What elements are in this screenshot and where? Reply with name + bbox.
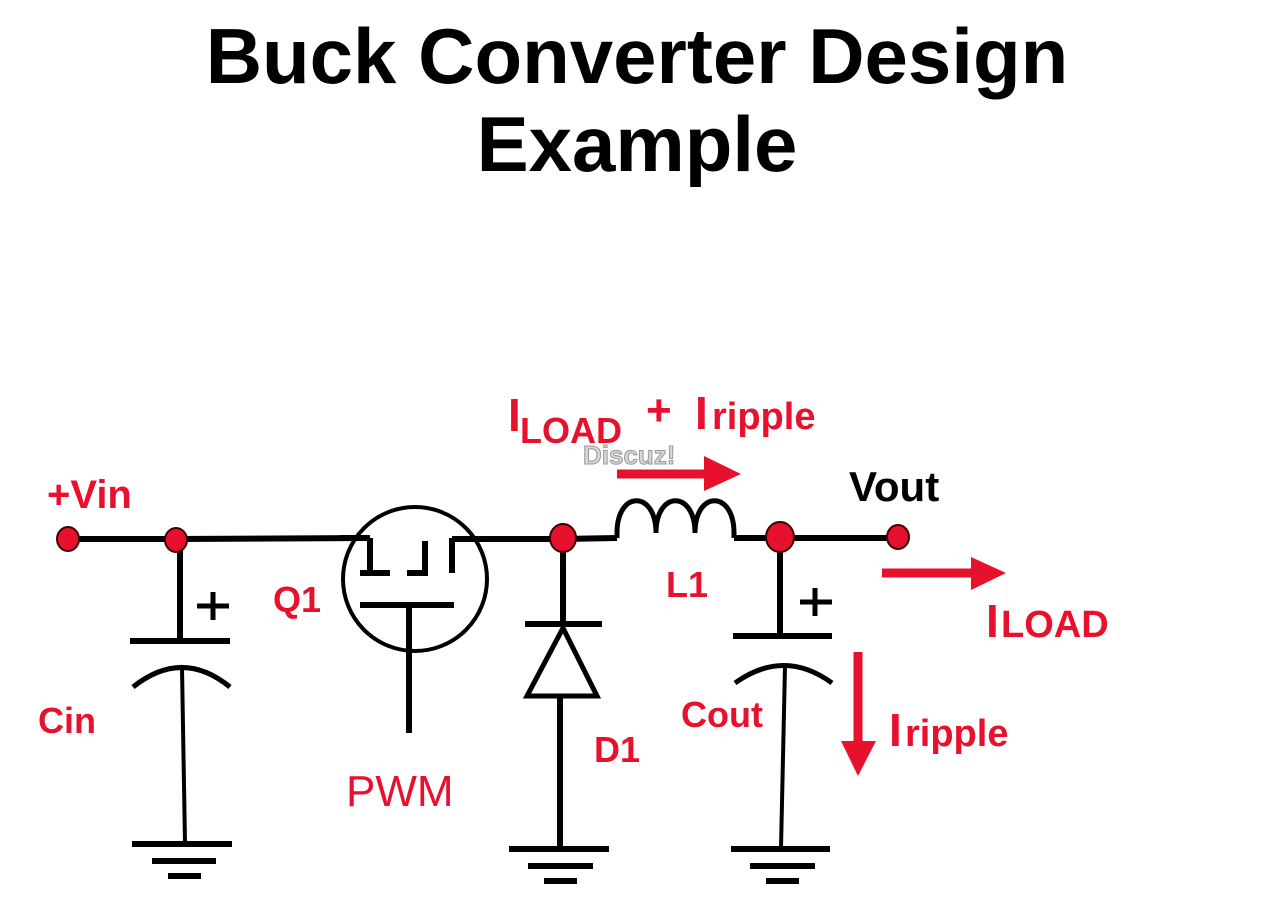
inductor-current-plus: + bbox=[646, 386, 672, 435]
cin-junction-node bbox=[164, 527, 188, 553]
cin-capacitor bbox=[130, 539, 232, 844]
inductor-current-i: I bbox=[508, 389, 521, 441]
cout-curved-plate bbox=[733, 663, 834, 686]
page-title: Buck Converter Design Example bbox=[0, 12, 1274, 188]
load-current-label: I LOAD bbox=[986, 595, 1109, 647]
load-current-text: LOAD bbox=[1001, 604, 1109, 646]
nodes bbox=[56, 521, 910, 553]
cout-bottom-lead bbox=[779, 665, 787, 849]
cout-label: Cout bbox=[681, 694, 763, 735]
vin-label: +Vin bbox=[47, 473, 132, 517]
q1-body bbox=[341, 505, 489, 653]
l1-inductor bbox=[614, 498, 737, 538]
wires bbox=[67, 535, 898, 542]
d1-diode bbox=[522, 539, 602, 848]
switch-junction-node bbox=[549, 523, 577, 553]
load-current-arrow-icon bbox=[882, 557, 1006, 590]
ripple-current-i: I bbox=[889, 704, 902, 756]
q1-label: Q1 bbox=[273, 579, 321, 620]
vin-terminal-node[interactable] bbox=[56, 526, 80, 552]
q1-mosfet bbox=[340, 505, 489, 733]
cout-capacitor bbox=[733, 538, 834, 849]
d1-triangle bbox=[522, 622, 602, 699]
ground-icon bbox=[132, 841, 232, 879]
ground-icon bbox=[509, 846, 609, 884]
cin-bottom-lead bbox=[180, 667, 187, 844]
d1-label: D1 bbox=[594, 729, 640, 770]
l1-label: L1 bbox=[666, 564, 708, 605]
vout-junction-node bbox=[765, 521, 795, 553]
ripple-current-label: I ripple bbox=[889, 704, 1008, 756]
inductor-current-ripple-text: ripple bbox=[712, 396, 815, 438]
cin-curved-plate bbox=[131, 665, 232, 689]
title-line-2: Example bbox=[476, 100, 798, 188]
ripple-current-arrow-icon bbox=[841, 652, 876, 776]
pwm-label: PWM bbox=[346, 767, 454, 816]
watermark-text: Discuz! bbox=[583, 440, 675, 470]
ripple-current-text: ripple bbox=[905, 713, 1008, 755]
vout-terminal-node[interactable] bbox=[886, 524, 910, 550]
ground-icon bbox=[731, 846, 830, 884]
cin-label: Cin bbox=[38, 700, 96, 741]
cin-plus-icon bbox=[197, 592, 229, 620]
l1-coil bbox=[614, 498, 737, 538]
inductor-current-label: I LOAD + I ripple bbox=[508, 386, 815, 451]
title-line-1: Buck Converter Design bbox=[205, 12, 1069, 100]
inductor-current-ripple-i: I bbox=[695, 387, 708, 439]
current-arrows bbox=[617, 456, 1006, 776]
vout-label: Vout bbox=[849, 463, 939, 510]
cout-plus-icon bbox=[800, 588, 832, 616]
inductor-current-load-subscript: LOAD bbox=[520, 410, 622, 451]
inductor-current-arrow-icon bbox=[617, 456, 741, 491]
wire-cin-node-to-q1 bbox=[175, 535, 371, 542]
load-current-i: I bbox=[986, 595, 999, 647]
